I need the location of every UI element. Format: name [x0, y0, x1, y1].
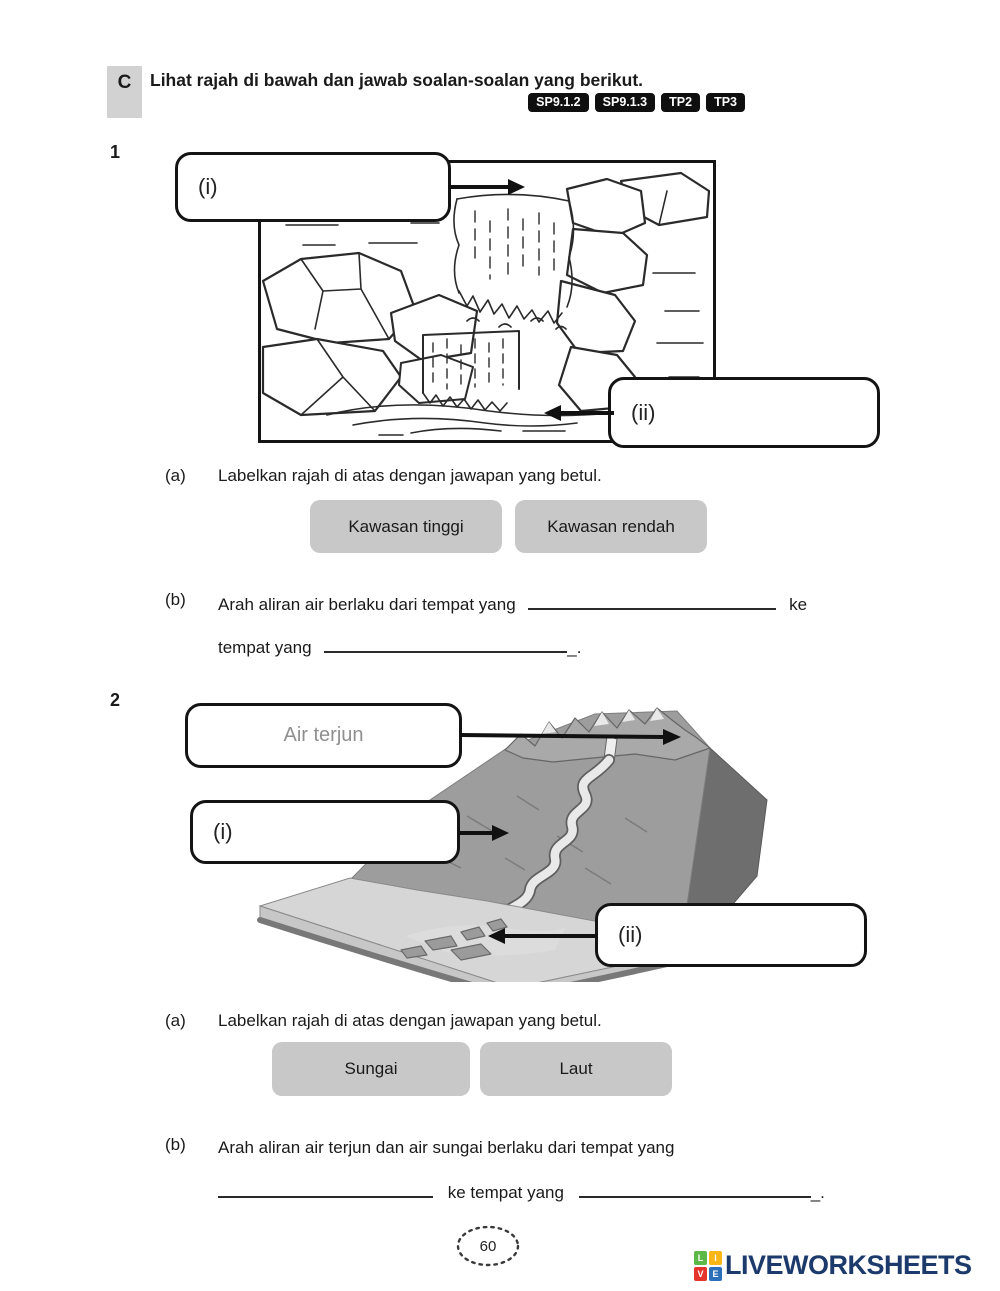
section-letter: C	[107, 66, 142, 118]
answer-box-q2-i[interactable]: (i)	[190, 800, 460, 864]
answer-option-kawasan-tinggi[interactable]: Kawasan tinggi	[310, 500, 502, 553]
standard-badge: TP2	[661, 93, 701, 112]
q2-part-a-instruction: Labelkan rajah di atas dengan jawapan ya…	[218, 1011, 602, 1030]
question-2-number: 2	[110, 690, 121, 710]
q1-part-b-text2: ke	[789, 595, 808, 614]
answer-option-laut[interactable]: Laut	[480, 1042, 672, 1096]
brand-name: LIVEWORKSHEETS	[725, 1250, 972, 1280]
answer-box-label: (ii)	[631, 399, 656, 425]
answer-box-q1-i[interactable]: (i)	[175, 152, 451, 222]
arrow-left-icon	[544, 405, 614, 421]
q1-part-b-tail: _.	[567, 638, 582, 657]
logo-cell-l: L	[694, 1250, 707, 1265]
q2-part-b-tail: _.	[810, 1183, 825, 1202]
logo-cell-i: I	[709, 1250, 722, 1265]
answer-blank-q2b-2[interactable]	[578, 1178, 811, 1198]
q2-part-b-line1: Arah aliran air terjun dan air sungai be…	[218, 1135, 674, 1161]
answer-blank-q2b-1[interactable]	[218, 1178, 433, 1198]
standard-badge: TP3	[706, 93, 745, 112]
standard-badge: SP9.1.2	[528, 93, 589, 112]
standard-badge: SP9.1.3	[594, 93, 656, 112]
river-terrain-diagram	[257, 707, 768, 982]
q2-part-a-marker: (a)	[165, 1011, 186, 1030]
q2-part-b-line2: ke tempat yang _.	[218, 1178, 825, 1206]
arrow-right-icon	[458, 825, 509, 841]
answer-blank-q1b-2[interactable]	[324, 633, 568, 653]
dotted-cloud-icon	[456, 1225, 520, 1267]
arrow-right-icon	[448, 179, 525, 195]
arrow-right-icon	[460, 729, 681, 745]
q1-part-b-text1: Arah aliran air berlaku dari tempat yang	[218, 595, 516, 614]
question-1-number: 1	[110, 142, 121, 162]
page-number-cloud: 60	[452, 1220, 524, 1272]
answer-box-q2-air-terjun[interactable]: Air terjun	[185, 703, 462, 768]
logo-grid-icon: L I V E	[694, 1250, 722, 1281]
page-title: Lihat rajah di bawah dan jawab soalan-so…	[150, 70, 644, 90]
page-number: 60	[479, 1237, 497, 1255]
logo-cell-v: V	[694, 1266, 707, 1281]
answer-box-label: (i)	[213, 819, 233, 844]
answer-option-kawasan-rendah[interactable]: Kawasan rendah	[515, 500, 707, 553]
arrow-left-icon	[488, 928, 598, 944]
standards-badge-row: SP9.1.2 SP9.1.3 TP2 TP3	[0, 93, 745, 112]
answer-box-label: (ii)	[618, 922, 643, 947]
q1-part-b-line2: tempat yang _.	[218, 633, 581, 661]
waterfall-diagram-frame	[258, 160, 716, 443]
answer-box-q2-ii[interactable]: (ii)	[595, 903, 867, 967]
logo-cell-e: E	[709, 1266, 722, 1281]
q1-part-b-text3: tempat yang	[218, 638, 312, 657]
q1-part-a-marker: (a)	[165, 466, 186, 485]
liveworksheets-logo: L I V E LIVEWORKSHEETS	[694, 1250, 972, 1281]
waterfall-diagram	[261, 171, 711, 436]
answer-option-sungai[interactable]: Sungai	[272, 1042, 470, 1096]
q2-part-b-text2: ke tempat yang	[447, 1183, 564, 1202]
q1-part-a-instruction: Labelkan rajah di atas dengan jawapan ya…	[218, 466, 602, 485]
q2-part-b-marker: (b)	[165, 1135, 186, 1154]
answer-box-label: (i)	[198, 174, 218, 199]
q2-part-b-text1: Arah aliran air terjun dan air sungai be…	[218, 1138, 675, 1157]
q1-part-b-marker: (b)	[165, 590, 186, 609]
answer-box-prefilled-label: Air terjun	[283, 724, 364, 746]
q1-part-b-line1: Arah aliran air berlaku dari tempat yang…	[218, 590, 807, 618]
answer-box-q1-ii[interactable]: (ii)	[608, 377, 880, 448]
answer-blank-q1b-1[interactable]	[528, 590, 777, 610]
